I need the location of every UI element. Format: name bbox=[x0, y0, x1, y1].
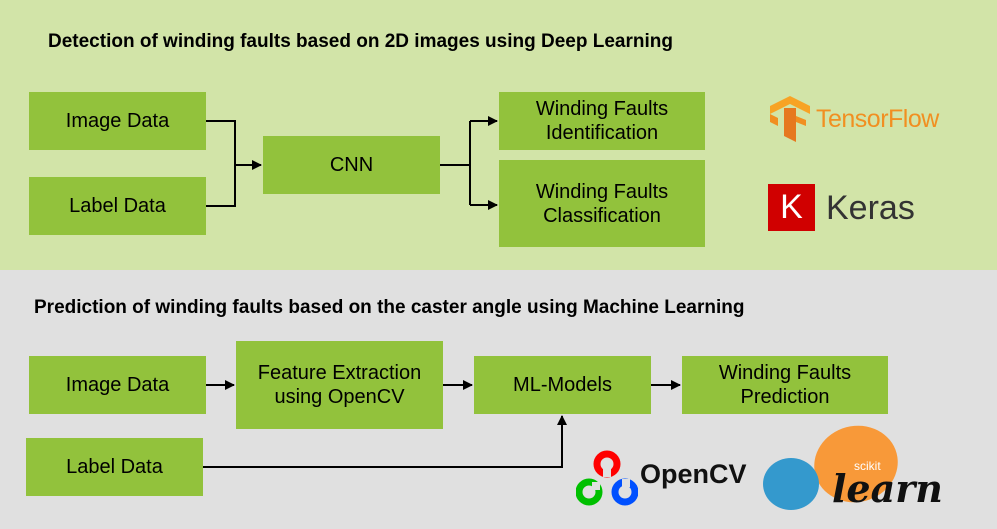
dl-label-data-box: Label Data bbox=[29, 177, 206, 235]
arrow-image-to-cnn bbox=[206, 120, 236, 207]
opencv-icon bbox=[575, 450, 639, 506]
keras-logo: K Keras bbox=[768, 184, 938, 232]
opencv-wordmark: OpenCV bbox=[640, 459, 747, 489]
keras-mark-icon: K bbox=[768, 184, 815, 231]
scikit-learn-wordmark: learn bbox=[832, 466, 943, 511]
opencv-logo: OpenCV bbox=[575, 449, 747, 507]
scikit-learn-logo: scikit learn bbox=[762, 422, 943, 522]
classification-box: Winding Faults Classification bbox=[499, 160, 705, 247]
tensorflow-icon bbox=[770, 96, 810, 142]
deep-learning-title: Detection of winding faults based on 2D … bbox=[48, 31, 673, 52]
prediction-box: Winding Faults Prediction bbox=[682, 356, 888, 414]
ml-models-box: ML-Models bbox=[474, 356, 651, 414]
cnn-label: CNN bbox=[329, 154, 374, 176]
dl-label-data-label: Label Data bbox=[69, 195, 166, 217]
ml-label-data-label: Label Data bbox=[66, 456, 163, 478]
prediction-label: Winding Faults Prediction bbox=[718, 362, 852, 408]
ml-models-label: ML-Models bbox=[513, 374, 612, 396]
feature-extraction-label: Feature Extraction using OpenCV bbox=[257, 362, 422, 408]
ml-label-data-box: Label Data bbox=[26, 438, 203, 496]
tensorflow-wordmark: TensorFlow bbox=[816, 105, 939, 133]
scikit-learn-icon bbox=[763, 425, 898, 510]
identification-box: Winding Faults Identification bbox=[499, 92, 705, 150]
identification-label: Winding Faults Identification bbox=[535, 98, 669, 144]
dl-image-data-box: Image Data bbox=[29, 92, 206, 150]
classification-label: Winding Faults Classification bbox=[535, 180, 669, 227]
ml-image-data-label: Image Data bbox=[65, 374, 170, 396]
cnn-box: CNN bbox=[263, 136, 440, 194]
dl-image-data-label: Image Data bbox=[65, 110, 170, 132]
ml-image-data-box: Image Data bbox=[29, 356, 206, 414]
machine-learning-title: Prediction of winding faults based on th… bbox=[34, 297, 745, 318]
scikit-small-label: scikit bbox=[854, 459, 881, 473]
feature-extraction-box: Feature Extraction using OpenCV bbox=[236, 341, 443, 429]
tensorflow-logo: TensorFlow bbox=[768, 96, 939, 144]
keras-wordmark: Keras bbox=[826, 189, 915, 227]
arrow-label-to-ml bbox=[203, 415, 567, 468]
